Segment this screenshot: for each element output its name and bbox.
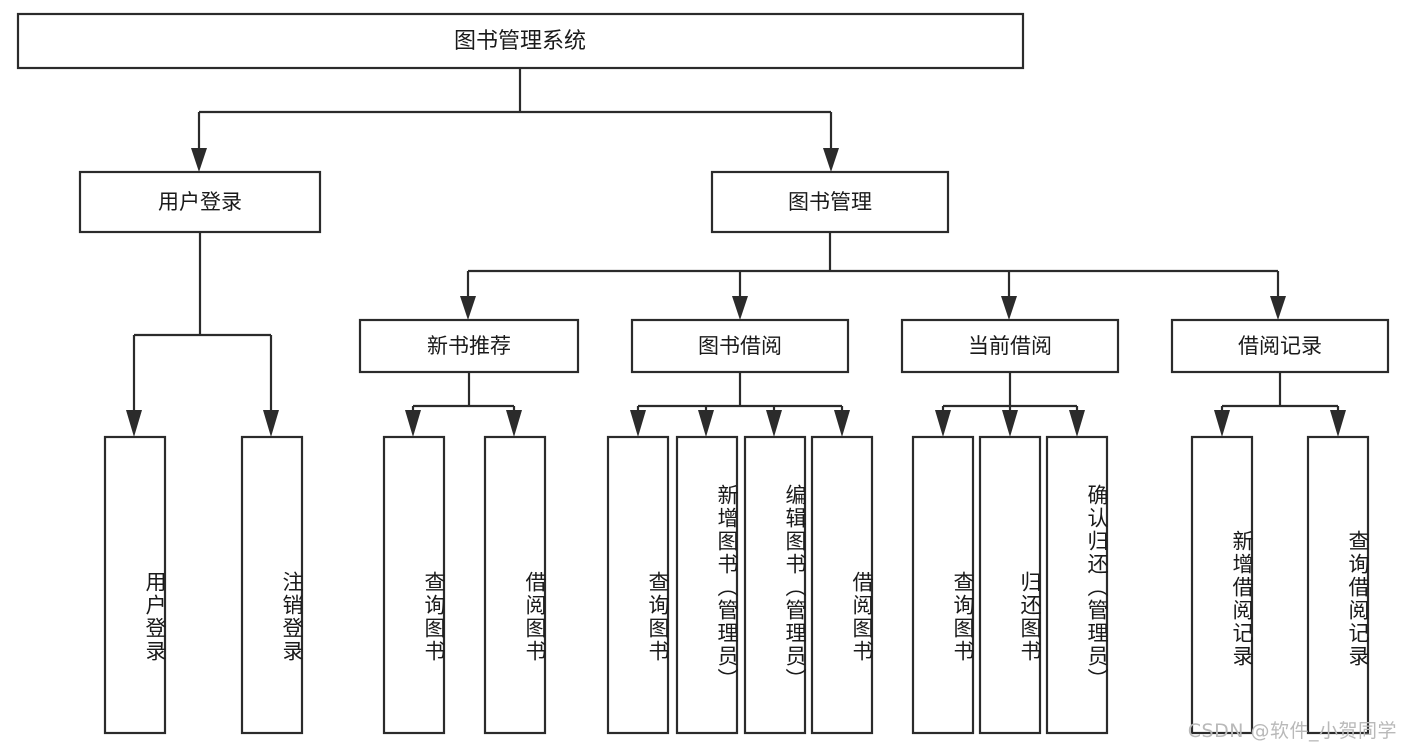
arrow-head-icon — [1270, 296, 1286, 320]
leaf-box-bb-borrow-book[interactable] — [810, 435, 874, 735]
arrow-head-icon — [1330, 410, 1346, 437]
node-root-label: 图书管理系统 — [454, 29, 586, 54]
connector-borrow-record-to-leaves — [1214, 372, 1346, 437]
connector-new-book-recommend-to-leaves — [405, 372, 522, 437]
node-root-box[interactable] — [16, 12, 1025, 70]
connector-book-borrow-to-leaves — [630, 372, 850, 437]
node-book-borrow-box[interactable] — [630, 318, 850, 374]
arrow-head-icon — [1002, 410, 1018, 437]
arrow-head-icon — [834, 410, 850, 437]
node-borrow-record[interactable]: 借阅记录 — [1170, 318, 1390, 374]
arrow-head-icon — [405, 410, 421, 437]
node-current-borrow[interactable]: 当前借阅 — [900, 318, 1120, 374]
arrow-head-icon — [935, 410, 951, 437]
leaf-box-cb-query-book[interactable] — [911, 435, 975, 735]
arrow-head-icon — [698, 410, 714, 437]
arrow-head-icon — [1214, 410, 1230, 437]
connector-root-to-level2 — [191, 68, 839, 172]
arrow-head-icon — [263, 410, 279, 437]
arrow-head-icon — [1069, 410, 1085, 437]
node-new-book-recommend[interactable]: 新书推荐 — [358, 318, 580, 374]
connector-user-login-to-leaves — [126, 232, 279, 437]
watermark-text: CSDN @软件_小贺同学 — [1187, 720, 1397, 742]
leaf-box-bb-query-book[interactable] — [606, 435, 670, 735]
leaf-box-br-query-record[interactable] — [1306, 435, 1370, 735]
arrow-head-icon — [191, 148, 207, 172]
node-book-borrow-label: 图书借阅 — [698, 334, 782, 358]
arrow-head-icon — [630, 410, 646, 437]
arrow-head-icon — [766, 410, 782, 437]
node-root[interactable]: 图书管理系统 — [16, 12, 1025, 70]
node-current-borrow-box[interactable] — [900, 318, 1120, 374]
leaf-box-cb-return-book[interactable] — [978, 435, 1042, 735]
arrow-head-icon — [460, 296, 476, 320]
connector-book-management-to-level3 — [460, 232, 1286, 320]
leaf-box-cb-confirm-return[interactable] — [1045, 435, 1109, 735]
leaf-box-logout[interactable] — [240, 435, 304, 735]
node-user-login-label: 用户登录 — [158, 190, 242, 214]
leaf-box-nbr-borrow-book[interactable] — [483, 435, 547, 735]
arrow-head-icon — [506, 410, 522, 437]
node-new-book-recommend-label: 新书推荐 — [427, 334, 511, 358]
arrow-head-icon — [126, 410, 142, 437]
node-borrow-record-label: 借阅记录 — [1238, 334, 1322, 358]
leaf-box-nbr-query-book[interactable] — [382, 435, 446, 735]
node-user-login[interactable]: 用户登录 — [78, 170, 322, 234]
arrow-head-icon — [732, 296, 748, 320]
node-book-borrow[interactable]: 图书借阅 — [630, 318, 850, 374]
arrow-head-icon — [823, 148, 839, 172]
node-book-management-box[interactable] — [710, 170, 950, 234]
node-book-management[interactable]: 图书管理 — [710, 170, 950, 234]
node-borrow-record-box[interactable] — [1170, 318, 1390, 374]
leaf-box-br-add-record[interactable] — [1190, 435, 1254, 735]
arrow-head-icon — [1001, 296, 1017, 320]
leaf-box-bb-add-book[interactable] — [675, 435, 739, 735]
node-current-borrow-label: 当前借阅 — [968, 334, 1052, 358]
leaf-box-bb-edit-book[interactable] — [743, 435, 807, 735]
node-new-book-recommend-box[interactable] — [358, 318, 580, 374]
connector-current-borrow-to-leaves — [935, 372, 1085, 437]
leaf-box-user-login[interactable] — [103, 435, 167, 735]
node-book-management-label: 图书管理 — [788, 190, 872, 214]
